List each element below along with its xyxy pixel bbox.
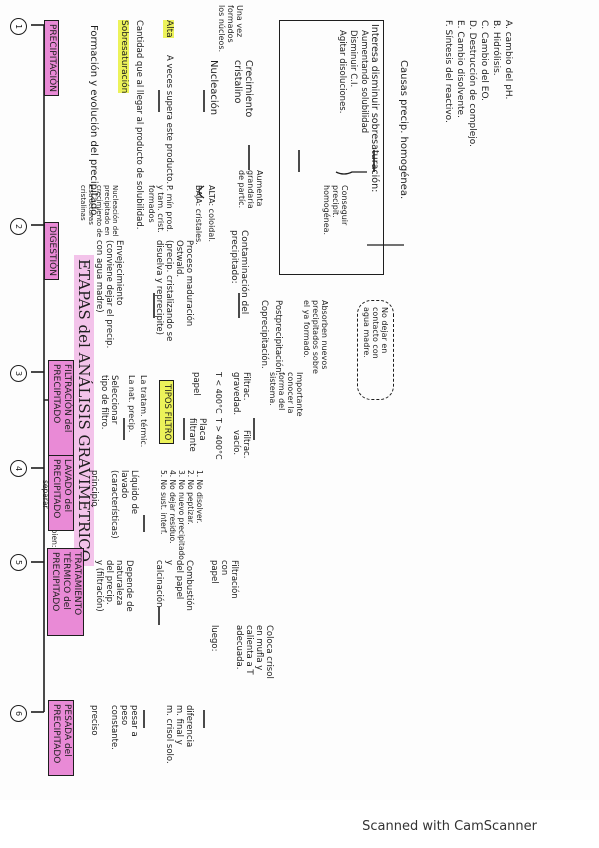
scanner-watermark: Scanned with CamScanner	[362, 819, 537, 834]
luego-text: luego:	[209, 625, 219, 652]
liquido-text: Líquido de lavado (características)	[109, 470, 139, 539]
nucleacion-text: Nucleación	[208, 60, 219, 116]
connector-lines	[31, 24, 404, 728]
alta-coloidal-text: ALTA: coloidal.	[207, 185, 216, 243]
filtracion-con-papel: Filtración con papel	[209, 560, 239, 599]
rotated-mind-map: ETAPAS del ANÁLISIS GRAVIMÉTRICO Si no s…	[10, 5, 514, 776]
papel-text: papel	[191, 372, 201, 396]
scanner-footer: Scanned with CamScanner	[0, 800, 599, 848]
box-item: Aumentando solubilidad	[359, 30, 369, 134]
proceso-text: Proceso maduración Ostwald. (precip. cri…	[154, 240, 194, 342]
aumenta-text: Aumenta grandaria de partíc.	[237, 170, 264, 209]
importante-text: Importante conocer la forma del sistema.	[268, 372, 304, 417]
grouping-braces	[198, 171, 404, 246]
causa-item: B. Hidrólisis.	[491, 20, 501, 76]
stage-number-4: 4	[10, 460, 27, 477]
causas-list: A. cambio del pH. B. Hidrólisis. C. Camb…	[442, 20, 514, 220]
cloud-note: No dejar en contacto con agua madre.	[357, 300, 394, 400]
causa-item: D. Destrucción de complejo.	[467, 20, 477, 148]
causa-item: A. cambio del pH.	[503, 20, 513, 100]
stage-number-2: 2	[10, 218, 27, 235]
box-side-text: Conseguir precipit. homogénea.	[322, 185, 349, 236]
baja-text: BAJA: cristales.	[194, 185, 203, 245]
stage-label-precipitacion: PRECIPITACIÓN	[44, 20, 59, 96]
coprecipitacion-text: Coprecipitación.	[259, 300, 269, 369]
placa-text: Placa filtrante	[187, 418, 207, 452]
lavado-requirements: 1. No disolver. 2. No peptizar. 3. No nu…	[159, 470, 204, 563]
envejecimiento-text: Envejecimiento (conviene dejar el precip…	[94, 240, 124, 349]
crecimiento-text: Crecimiento cristalino	[232, 60, 254, 118]
tipos-filtro-label: TIPOS FILTRO	[159, 380, 174, 445]
scanned-page: ETAPAS del ANÁLISIS GRAVIMÉTRICO Si no s…	[10, 5, 514, 776]
nat-text: La nat. precip.	[127, 375, 136, 433]
absorben-text: Absorben nuevos precipitados sobre el ya…	[302, 300, 329, 374]
sobresaturacion-label: Sobresaturación	[118, 20, 129, 94]
pesar-text: pesar a peso constante.	[109, 705, 139, 750]
causa-item: C. Cambio del EO.	[479, 20, 489, 102]
crisol-text: Coloca crisol en mufla y calienta a T ad…	[234, 625, 274, 679]
title: ETAPAS del ANÁLISIS GRAVIMÉTRICO	[74, 255, 94, 566]
postprecipitacion-text: Postprecipitación:	[273, 300, 283, 376]
temp-low: T < 400°C	[214, 372, 223, 414]
sobresaturacion-definition: Cantidad que al llegar al producto de so…	[134, 20, 144, 230]
stage-label-tratamiento: TRATAMIENTO TÉRMICO del PRECIPITADO	[47, 548, 84, 636]
diferencia-text: diferencia m. final y m. crisol solo.	[164, 705, 194, 764]
causas-title: Causas precip. homogénea.	[398, 60, 409, 200]
seleccionar-text: Seleccionar tipo de filtro.	[99, 375, 119, 430]
preciso-text: preciso	[89, 705, 99, 736]
alta-definition: A veces supera este producto.	[164, 55, 174, 185]
stage-number-3: 3	[10, 365, 27, 382]
stage-label-digestion: DIGESTIÓN	[44, 222, 59, 280]
stage-label-filtracion: FILTRACIÓN del PRECIPITADO	[48, 360, 74, 458]
contaminacion-text: Contaminación del precipitado:	[229, 230, 249, 315]
alta-label: Alta	[163, 20, 174, 38]
filtrac-gravedad: Filtrac. gravedad.	[231, 372, 251, 416]
stage-label-lavado: LAVADO del PRECIPITADO	[48, 455, 74, 531]
tratam-text: La tratam. térmic.	[139, 375, 148, 448]
stage-number-1: 1	[10, 18, 27, 35]
box-title: Interesa disminuir sobresaturación:	[369, 24, 380, 193]
causa-item: F. Síntesis del reactivo.	[443, 20, 453, 123]
depende-text: Depende de naturaleza del precip. y (fil…	[94, 560, 134, 612]
temp-high: T > 400°C	[214, 418, 223, 460]
stage-number-6: 6	[10, 705, 27, 722]
combustion-text: Combustión del papel y calcinación	[154, 560, 194, 611]
stage-number-5: 5	[10, 554, 27, 571]
stage-label-pesada: PESADA del PRECIPITADO	[48, 700, 74, 776]
filtrac-vacio: Filtrac. vacío.	[231, 430, 251, 459]
una-vez-text: Una vez formados los núcleos.	[217, 5, 244, 53]
causa-item: E. Cambio disolvente.	[455, 20, 465, 118]
principio-text: principio	[89, 470, 99, 507]
